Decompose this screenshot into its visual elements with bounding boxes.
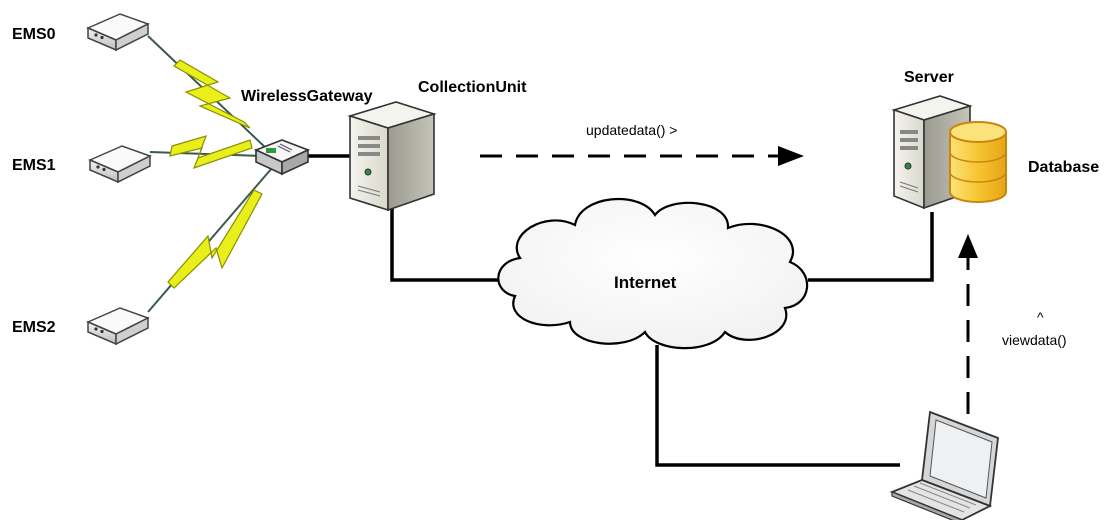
ems2-label: EMS2: [12, 319, 56, 336]
wireless-gateway-label: WirelessGateway: [241, 88, 373, 105]
view-data-caret: ^: [1037, 309, 1044, 325]
view-data-label: viewdata(): [1002, 332, 1067, 348]
update-data-arrow: [480, 146, 804, 166]
ems0-label: EMS0: [12, 26, 56, 43]
cable-collectionunit-internet: [390, 205, 505, 282]
cables: [308, 154, 934, 467]
internet-label: Internet: [614, 273, 677, 292]
wireless-bolt-ems1: [169, 135, 253, 169]
database-label: Database: [1028, 159, 1099, 176]
update-data-label: updatedata() >: [586, 122, 677, 138]
ems0-device-icon: [86, 13, 150, 52]
ems1-device-icon: [88, 145, 152, 184]
ems2-device-icon: [86, 307, 150, 346]
cable-internet-server: [808, 212, 934, 282]
laptop-icon: [889, 410, 999, 520]
database-icon: [949, 121, 1007, 203]
wireless-links: [147, 35, 273, 313]
cable-internet-laptop: [655, 345, 900, 467]
wireless-gateway-icon: [253, 139, 311, 176]
collection-unit-label: CollectionUnit: [418, 79, 527, 96]
ems1-label: EMS1: [12, 157, 56, 174]
internet-cloud-icon: [497, 197, 809, 350]
server-label: Server: [904, 69, 954, 86]
collection-unit-server-icon: [347, 101, 437, 212]
wireless-bolt-ems2: [167, 189, 263, 289]
wireless-bolt-ems0: [173, 59, 251, 129]
view-data-arrow: [958, 234, 978, 414]
